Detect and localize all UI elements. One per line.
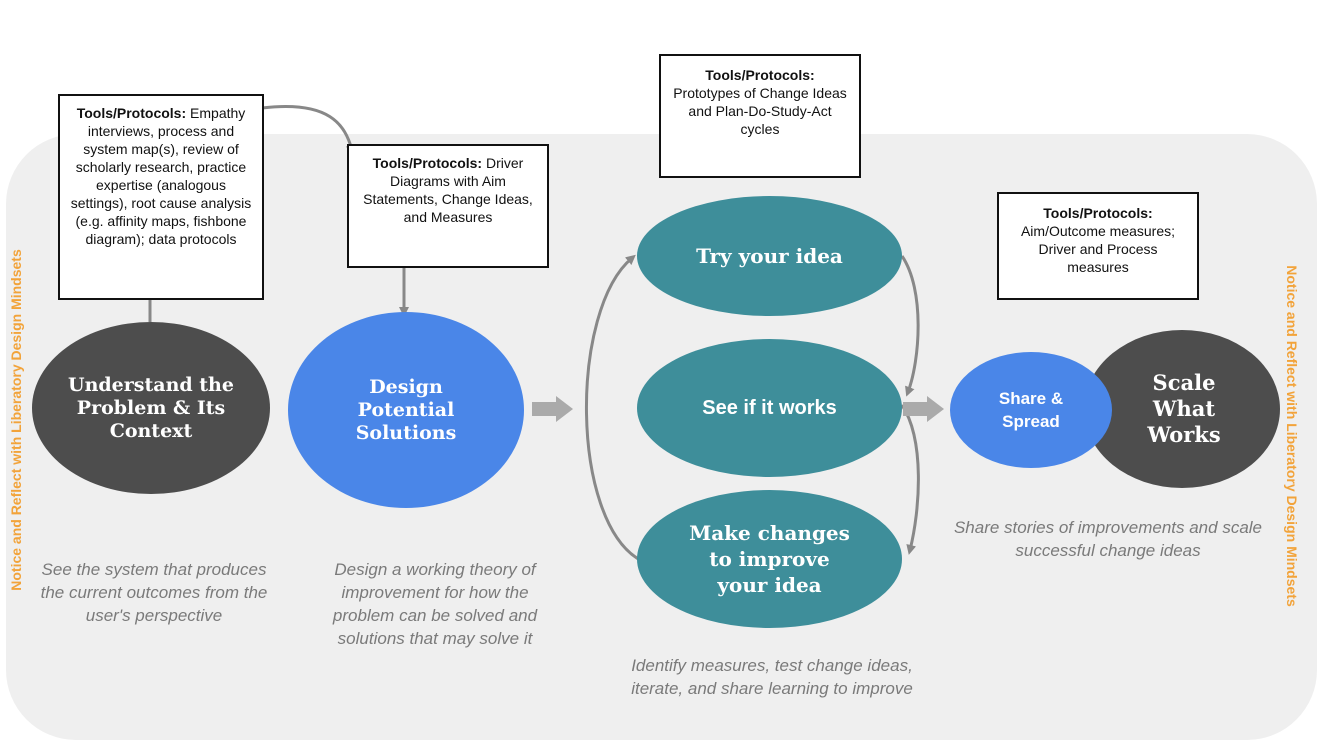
stage-label: See if it works bbox=[702, 396, 837, 419]
loop-make-to-try bbox=[585, 254, 641, 562]
stage-label: Design Potential Solutions bbox=[355, 375, 457, 444]
tools-label: Tools/Protocols: bbox=[76, 105, 187, 121]
caption-understand: See the system that produces the current… bbox=[40, 560, 268, 625]
caption-test: Identify measures, test change ideas, it… bbox=[631, 656, 913, 698]
stage-label: Scale What Works bbox=[1147, 370, 1221, 447]
stage-label: Make changes to improve your idea bbox=[689, 521, 850, 597]
connector-understand-to-design bbox=[261, 105, 356, 155]
stage-scale: Scale What Works bbox=[1084, 330, 1280, 488]
tools-box-design: Tools/Protocols: Driver Diagrams with Ai… bbox=[347, 144, 549, 268]
tools-label: Tools/Protocols: bbox=[1043, 205, 1153, 221]
tools-text: Empathy interviews, process and system m… bbox=[70, 105, 252, 247]
fat-arrow-test-to-scale bbox=[903, 396, 944, 422]
tools-text: Aim/Outcome measures; Driver and Process… bbox=[1020, 223, 1176, 275]
loop-try-to-see bbox=[900, 255, 920, 397]
loop-see-to-make bbox=[900, 404, 920, 555]
caption-design: Design a working theory of improvement f… bbox=[332, 560, 538, 648]
tools-label: Tools/Protocols: bbox=[372, 155, 483, 171]
fat-arrow-design-to-test bbox=[532, 396, 573, 422]
stage-share: Share & Spread bbox=[950, 352, 1112, 468]
tools-box-understand: Tools/Protocols: Empathy interviews, pro… bbox=[58, 94, 264, 300]
tools-label: Tools/Protocols: bbox=[705, 67, 815, 83]
stage-see: See if it works bbox=[637, 339, 902, 477]
caption-scale: Share stories of improvements and scale … bbox=[953, 518, 1263, 560]
tools-box-try: Tools/Protocols: Prototypes of Change Id… bbox=[659, 54, 861, 178]
tools-box-scale: Tools/Protocols: Aim/Outcome measures; D… bbox=[997, 192, 1199, 300]
tools-text: Driver Diagrams with Aim Statements, Cha… bbox=[363, 155, 533, 225]
stage-label: Understand the Problem & Its Context bbox=[68, 373, 234, 442]
stage-make: Make changes to improve your idea bbox=[637, 490, 902, 628]
stage-label: Try your idea bbox=[696, 244, 843, 268]
stage-understand: Understand the Problem & Its Context bbox=[32, 322, 270, 494]
stage-design: Design Potential Solutions bbox=[288, 312, 524, 508]
tools-text: Prototypes of Change Ideas and Plan-Do-S… bbox=[673, 85, 847, 137]
stage-try: Try your idea bbox=[637, 196, 902, 316]
stage-label: Share & Spread bbox=[998, 389, 1064, 431]
